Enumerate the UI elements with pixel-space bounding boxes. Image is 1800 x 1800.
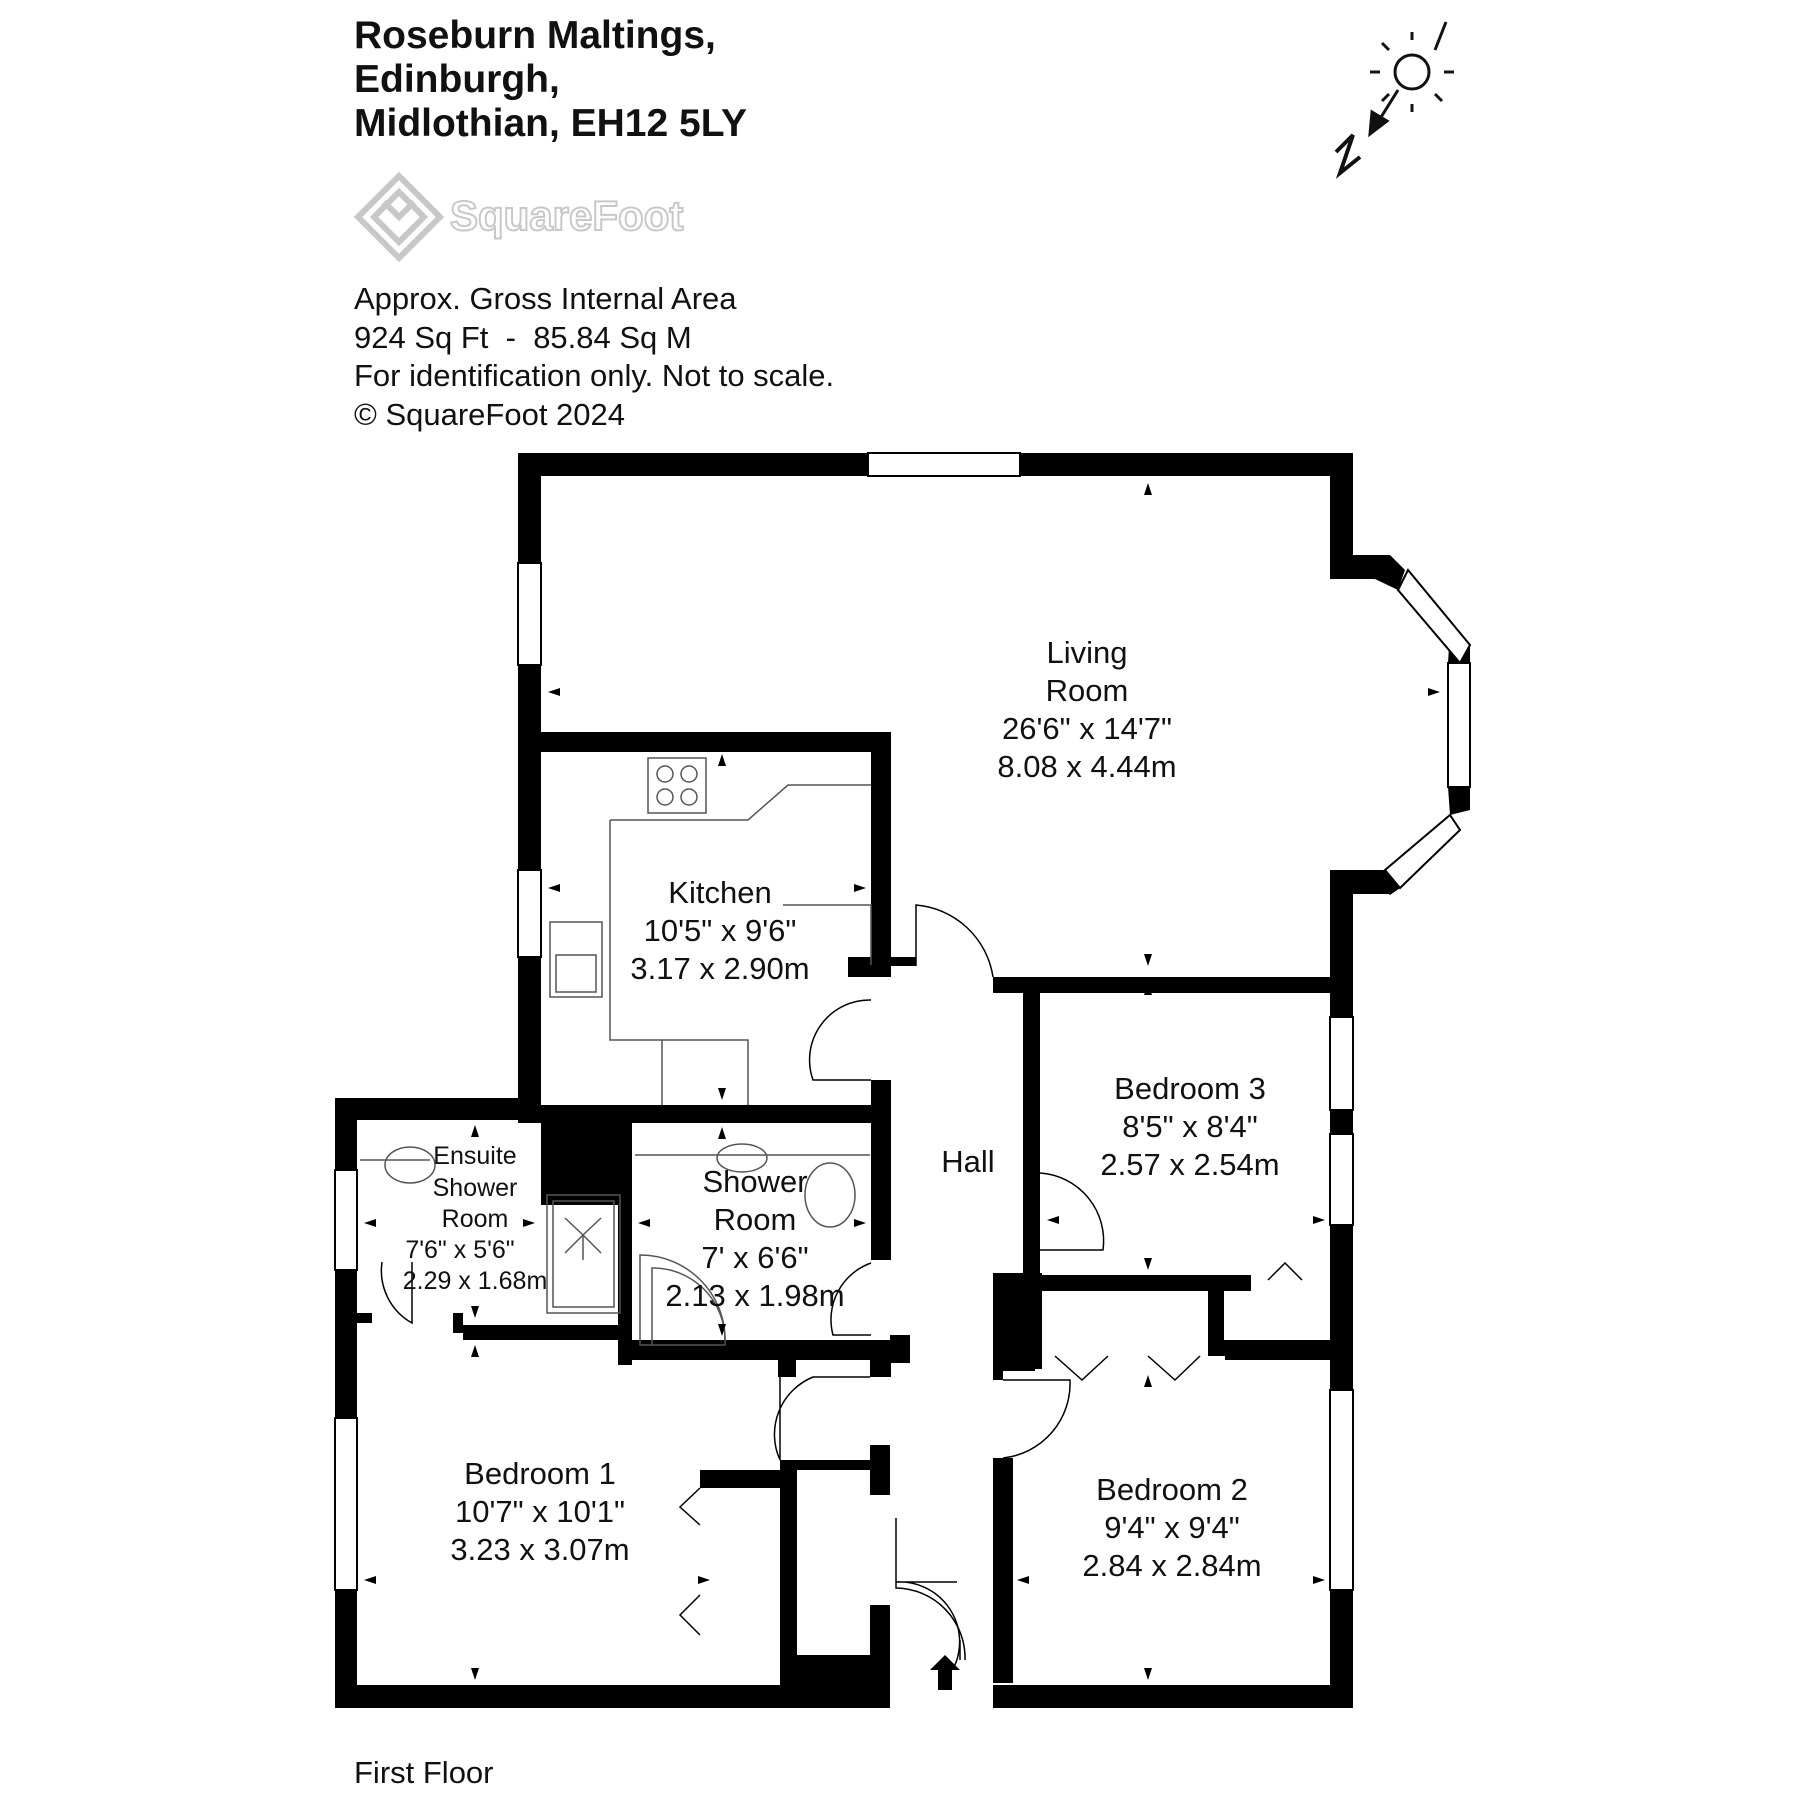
doors — [380, 904, 1303, 1666]
windows — [334, 452, 1472, 1591]
living-room-imperial: 26'6" x 14'7" — [1002, 711, 1172, 746]
area-value: 924 Sq Ft - 85.84 Sq M — [354, 319, 692, 355]
living-room-metric: 8.08 x 4.44m — [997, 749, 1176, 784]
floor-label: First Floor — [354, 1755, 494, 1790]
area-title: Approx. Gross Internal Area — [354, 281, 737, 316]
shower-room-metric: 2.13 x 1.98m — [665, 1278, 844, 1313]
address-line-3: Midlothian, EH12 5LY — [354, 102, 747, 145]
disclaimer: For identification only. Not to scale. — [354, 358, 835, 393]
bedroom-2-metric: 2.84 x 2.84m — [1082, 1548, 1261, 1583]
bedroom-3-imperial: 8'5" x 8'4" — [1122, 1109, 1258, 1144]
logo-text: SquareFoot — [450, 192, 683, 239]
squarefoot-logo-icon: SquareFoot — [354, 172, 684, 262]
address-line-2: Edinburgh, — [354, 58, 560, 101]
kitchen-sink-icon — [549, 921, 603, 998]
toilet-icon — [804, 1162, 856, 1228]
north-sun-icon — [1334, 21, 1454, 179]
hob-icon — [647, 757, 707, 814]
property-address: Roseburn Maltings, Edinburgh, Midlothian… — [354, 14, 747, 146]
bedroom-1-imperial: 10'7" x 10'1" — [455, 1494, 625, 1529]
bedroom-1-metric: 3.23 x 3.07m — [450, 1532, 629, 1567]
ensuite-name-3: Room — [442, 1205, 509, 1233]
basin-icon-2 — [716, 1143, 768, 1173]
bedroom-2-imperial: 9'4" x 9'4" — [1104, 1510, 1240, 1545]
entrance-arrow-icon — [930, 1655, 960, 1690]
shower-room-imperial: 7' x 6'6" — [701, 1240, 808, 1275]
area-info: Approx. Gross Internal Area 924 Sq Ft - … — [354, 280, 834, 434]
ensuite-imperial: 7'6" x 5'6" — [405, 1236, 514, 1264]
kitchen-metric: 3.17 x 2.90m — [630, 951, 809, 986]
kitchen-name: Kitchen — [668, 875, 771, 910]
bedroom-3-metric: 2.57 x 2.54m — [1100, 1147, 1279, 1182]
shower-room-name-2: Room — [714, 1202, 797, 1237]
walls — [335, 453, 1470, 1708]
address-line-1: Roseburn Maltings, — [354, 14, 716, 57]
kitchen-imperial: 10'5" x 9'6" — [644, 913, 797, 948]
living-room-name-2: Room — [1046, 673, 1129, 708]
hall-name: Hall — [941, 1144, 994, 1179]
basin-icon — [384, 1146, 436, 1184]
bedroom-1-name: Bedroom 1 — [464, 1456, 616, 1491]
living-room-name-1: Living — [1047, 635, 1128, 670]
copyright: © SquareFoot 2024 — [354, 396, 626, 432]
dimension-arrows — [364, 483, 1440, 1690]
ensuite-metric: 2.29 x 1.68m — [403, 1267, 548, 1295]
shower-tray-icon — [546, 1194, 621, 1314]
ensuite-name-1: Ensuite — [433, 1142, 516, 1170]
bedroom-2-name: Bedroom 2 — [1096, 1472, 1248, 1507]
ensuite-name-2: Shower — [433, 1174, 518, 1202]
shower-room-name-1: Shower — [702, 1164, 807, 1199]
bedroom-3-name: Bedroom 3 — [1114, 1071, 1266, 1106]
room-labels: Living Room 26'6" x 14'7" 8.08 x 4.44m K… — [403, 635, 1280, 1583]
